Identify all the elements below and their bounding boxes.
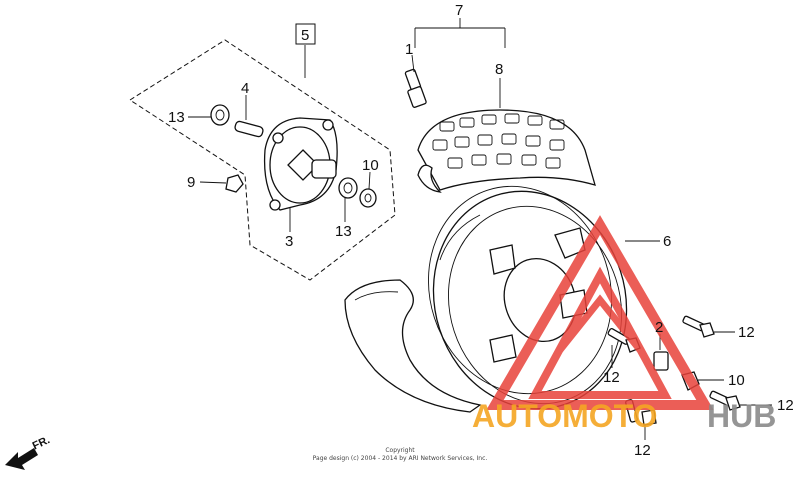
callout-5: 5 bbox=[301, 27, 309, 44]
callout-2: 2 bbox=[655, 319, 663, 336]
arrow-left-icon bbox=[5, 448, 38, 470]
watermark-logo bbox=[486, 215, 714, 410]
collar bbox=[234, 95, 264, 138]
copyright-notice: Page design (c) 2004 - 2014 by ARI Netwo… bbox=[313, 455, 488, 462]
copyright-title: Copyright bbox=[385, 447, 415, 454]
callout-3: 3 bbox=[285, 233, 293, 250]
direction-label: FR. bbox=[31, 434, 52, 452]
nut-9 bbox=[199, 174, 244, 193]
callout-10-upper: 10 bbox=[362, 157, 379, 174]
hub-assembly-box bbox=[129, 39, 396, 281]
callout-12-right: 12 bbox=[777, 397, 794, 414]
callout-13-right: 13 bbox=[335, 223, 352, 240]
bearing-left bbox=[188, 104, 230, 126]
callout-1: 1 bbox=[405, 41, 413, 58]
hub bbox=[263, 117, 338, 232]
callout-9: 9 bbox=[187, 174, 195, 191]
callout-10-lower: 10 bbox=[728, 372, 745, 389]
callout-5-box bbox=[295, 23, 316, 45]
callout-4: 4 bbox=[241, 80, 249, 97]
callout-12-upper: 12 bbox=[738, 324, 755, 341]
front-direction-indicator: FR. bbox=[5, 434, 52, 470]
callout-12-bottom: 12 bbox=[634, 442, 651, 459]
watermark-text-hub: HUB bbox=[707, 398, 776, 434]
callout-8: 8 bbox=[495, 61, 503, 78]
bearing-right bbox=[338, 177, 358, 222]
callout-13-left: 13 bbox=[168, 109, 185, 126]
watermark-text-auto: AUTOMOTO bbox=[472, 398, 657, 434]
oil-seal bbox=[359, 171, 377, 208]
callout-12-left: 12 bbox=[603, 369, 620, 386]
valve-stem bbox=[404, 54, 501, 108]
callout-6: 6 bbox=[663, 233, 671, 250]
tire-assembly-bracket bbox=[414, 18, 506, 48]
tire bbox=[344, 109, 596, 413]
wheel-rim bbox=[428, 185, 628, 410]
callout-7: 7 bbox=[455, 2, 463, 19]
